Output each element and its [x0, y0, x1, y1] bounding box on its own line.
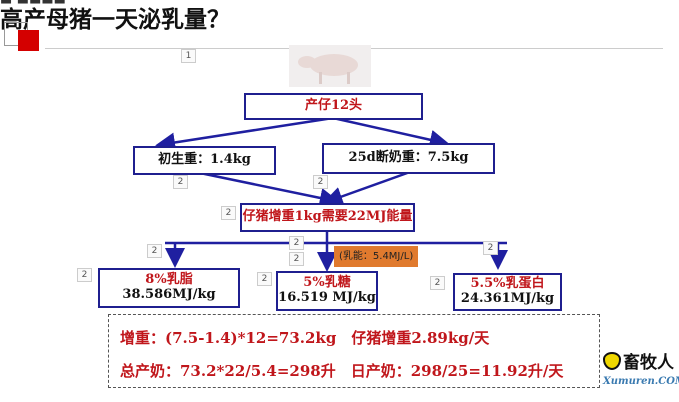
tag: 2	[147, 244, 162, 258]
title-square-red-icon	[18, 30, 39, 51]
lactose-box: 5%乳糖 16.519 MJ/kg	[276, 271, 378, 311]
lactose-energy: 16.519 MJ/kg	[278, 290, 376, 305]
energy-need-box: 仔猪增重1kg需要22MJ能量	[240, 203, 415, 232]
litter-label: 产仔12头	[304, 98, 363, 114]
pig-image	[289, 45, 371, 87]
calc-line-2: 总产奶：73.2*22/5.4=298升 日产奶：298/25=11.92升/天	[120, 362, 564, 380]
wean-weight-label: 25d断奶重：7.5kg	[348, 150, 469, 166]
protein-box: 5.5%乳蛋白 24.361MJ/kg	[453, 273, 562, 311]
watermark: 畜牧人 Xumuren.COM	[603, 348, 679, 400]
heart-logo-icon	[603, 352, 621, 370]
lactose-name: 5%乳糖	[303, 275, 351, 291]
tag: 2	[313, 175, 328, 189]
tag: 2	[257, 272, 272, 286]
tag: 2	[430, 276, 445, 290]
tag: 1	[181, 49, 196, 63]
milk-energy-label: (乳能：5.4MJ/L)	[334, 246, 419, 267]
tag: 2	[77, 268, 92, 282]
protein-name: 5.5%乳蛋白	[470, 276, 545, 292]
birth-weight-box: 初生重：1.4kg	[133, 146, 276, 175]
litter-box: 产仔12头	[244, 93, 423, 120]
birth-weight-label: 初生重：1.4kg	[158, 152, 251, 168]
slide-title: 高产母猪一天泌乳量？	[0, 7, 230, 33]
fat-name: 8%乳脂	[145, 272, 193, 288]
tag: 2	[173, 175, 188, 189]
top-cut-text: ■ ■■■■	[0, 0, 66, 6]
tag: 2	[483, 241, 498, 255]
watermark-cn: 畜牧人	[623, 353, 674, 373]
watermark-en: Xumuren.COM	[603, 376, 679, 387]
calculation-box	[108, 314, 600, 388]
tag: 2	[221, 206, 236, 220]
protein-energy: 24.361MJ/kg	[460, 291, 555, 306]
wean-weight-box: 25d断奶重：7.5kg	[322, 143, 495, 174]
energy-need-label: 仔猪增重1kg需要22MJ能量	[242, 209, 413, 225]
calc-line-1: 增重：(7.5-1.4)*12=73.2kg 仔猪增重2.89kg/天	[120, 329, 490, 347]
fat-energy: 38.586MJ/kg	[122, 287, 216, 302]
fat-box: 8%乳脂 38.586MJ/kg	[98, 268, 240, 308]
tag: 2	[289, 252, 304, 266]
tag: 2	[289, 236, 304, 250]
